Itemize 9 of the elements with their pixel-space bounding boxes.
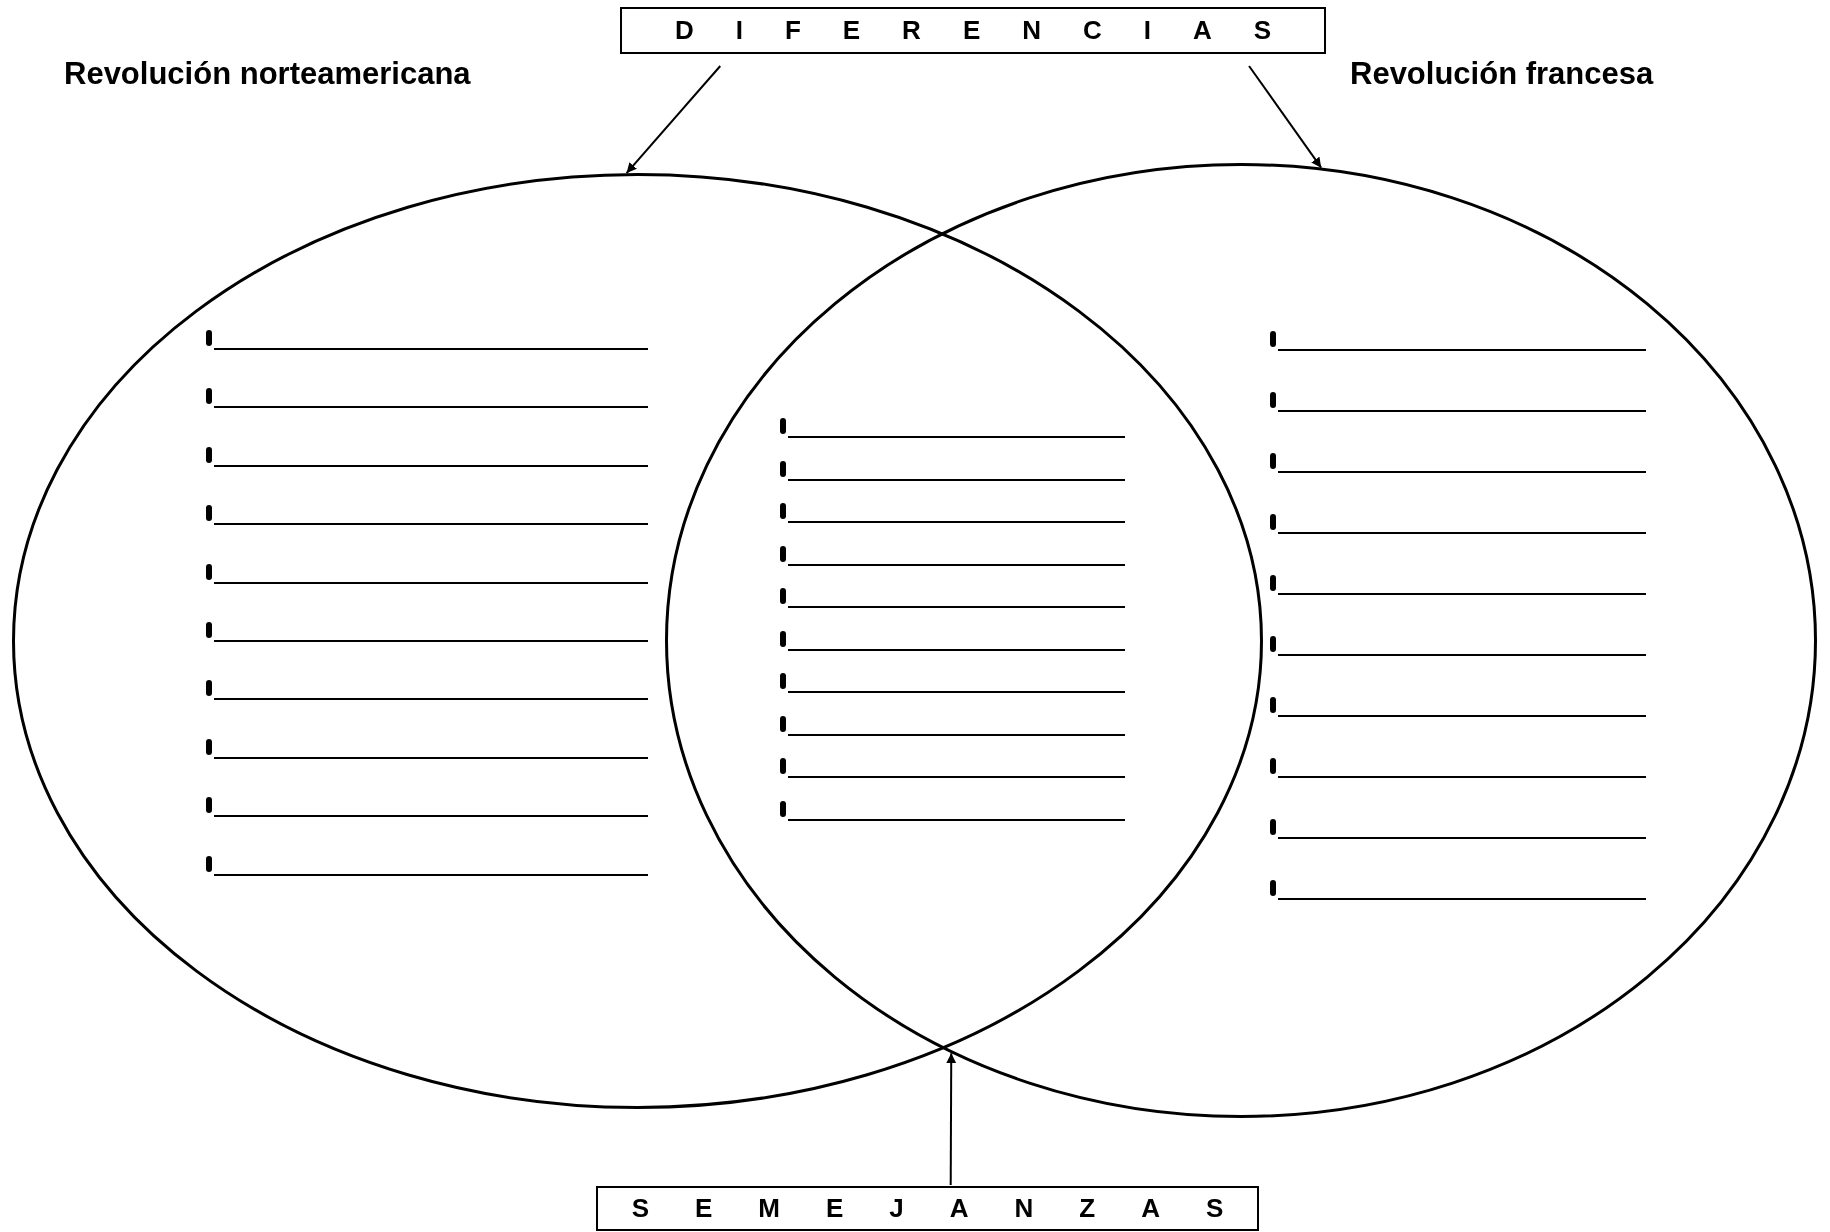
label-box: [620, 7, 1326, 54]
circle-title: Revolución norteamericana: [64, 58, 471, 89]
arrow: [946, 1052, 957, 1186]
circle-title: Revolución francesa: [1350, 58, 1654, 89]
heading-text: DIFERENCIAS: [673, 14, 1314, 47]
arrow: [1248, 65, 1323, 169]
heading-text: SEMEJANZAS: [630, 1192, 1270, 1225]
arrow: [625, 65, 722, 175]
label-box: [596, 1186, 1259, 1231]
